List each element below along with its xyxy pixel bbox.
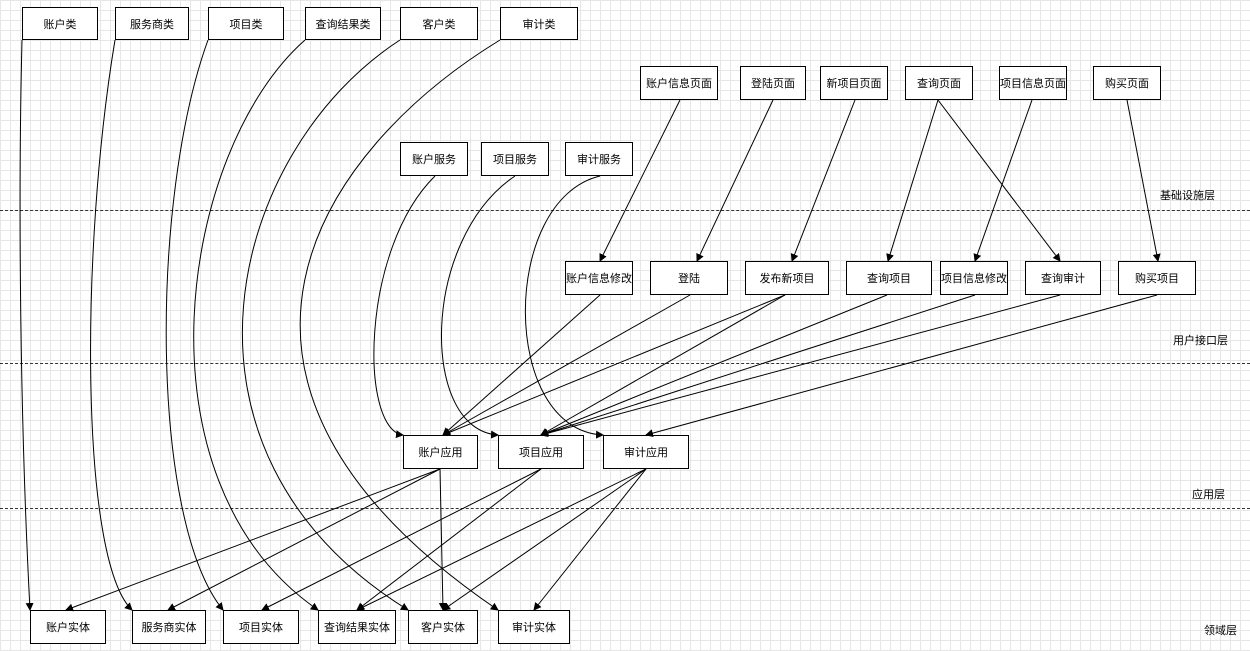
node-purchase-project[interactable]: 购买项目 — [1118, 261, 1196, 295]
layer-label-infrastructure: 基础设施层 — [1160, 189, 1215, 202]
edge-query-audit-to-audit-app — [540, 294, 1061, 438]
node-audit-service[interactable]: 审计服务 — [565, 142, 633, 176]
edge-project-class-to-project-entity — [165, 39, 224, 611]
node-purchase-page[interactable]: 购买页面 — [1093, 66, 1161, 100]
node-publish-project[interactable]: 发布新项目 — [745, 261, 829, 295]
node-audit-app[interactable]: 审计应用 — [603, 435, 689, 469]
edge-account-class-to-account-entity — [19, 39, 34, 611]
edge-audit-service-to-audit-app — [524, 175, 604, 439]
node-account-app[interactable]: 账户应用 — [403, 435, 478, 469]
node-account-class[interactable]: 账户类 — [22, 7, 98, 40]
node-query-page[interactable]: 查询页面 — [905, 66, 973, 100]
node-project-app[interactable]: 项目应用 — [498, 435, 584, 469]
node-project-info-edit[interactable]: 项目信息修改 — [940, 261, 1008, 295]
node-query-result-entity[interactable]: 查询结果实体 — [318, 610, 396, 644]
edge-account-info-edit-to-account-app — [442, 294, 601, 436]
edge-audit-class-to-audit-entity — [299, 39, 501, 611]
edge-project-info-page-to-edit — [973, 99, 1033, 262]
edge-account-service-to-account-app — [373, 175, 436, 439]
infrastructure-separator — [0, 210, 1250, 211]
edge-query-project-to-project-app — [540, 294, 888, 437]
edge-account-app-to-provider-entity — [167, 468, 441, 611]
node-customer-entity[interactable]: 客户实体 — [408, 610, 478, 644]
node-project-entity[interactable]: 项目实体 — [223, 610, 299, 644]
edge-query-page-to-query-project — [886, 99, 939, 262]
edge-audit-app-to-customer-entity — [442, 468, 647, 611]
layer-label-application: 应用层 — [1192, 488, 1225, 501]
node-login[interactable]: 登陆 — [650, 261, 728, 295]
layer-label-domain: 领域层 — [1204, 624, 1237, 637]
node-query-result-class[interactable]: 查询结果类 — [305, 7, 381, 40]
node-audit-entity[interactable]: 审计实体 — [498, 610, 570, 644]
edge-account-info-page-to-edit — [599, 99, 681, 262]
node-project-info-page[interactable]: 项目信息页面 — [999, 66, 1067, 100]
node-project-service[interactable]: 项目服务 — [481, 142, 549, 176]
node-query-audit[interactable]: 查询审计 — [1025, 261, 1101, 295]
node-account-entity[interactable]: 账户实体 — [30, 610, 106, 644]
node-new-project-page[interactable]: 新项目页面 — [820, 66, 888, 100]
node-account-info-page[interactable]: 账户信息页面 — [640, 66, 718, 100]
edge-new-project-page-to-publish — [790, 99, 856, 262]
edge-account-app-to-customer-entity — [438, 468, 447, 611]
node-provider-entity[interactable]: 服务商实体 — [132, 610, 206, 644]
node-account-service[interactable]: 账户服务 — [400, 142, 468, 176]
edge-publish-to-account-app — [442, 294, 786, 437]
edge-query-result-class-to-query-result-entity — [193, 39, 319, 611]
edge-project-service-to-project-app — [441, 175, 516, 439]
edge-purchase-to-audit-app — [645, 294, 1158, 438]
node-project-class[interactable]: 项目类 — [208, 7, 284, 40]
edge-project-app-to-query-result-entity — [356, 468, 542, 611]
node-provider-class[interactable]: 服务商类 — [115, 7, 189, 40]
edge-login-page-to-login — [696, 99, 774, 262]
edge-audit-app-to-audit-entity — [533, 468, 647, 611]
edge-customer-class-to-customer-entity — [241, 39, 409, 611]
layer-label-user-interface: 用户接口层 — [1173, 334, 1228, 347]
edge-provider-class-to-provider-entity — [90, 39, 133, 611]
node-query-project[interactable]: 查询项目 — [846, 261, 932, 295]
edge-account-app-to-account-entity — [65, 468, 441, 612]
node-customer-class[interactable]: 客户类 — [400, 7, 478, 40]
edge-login-to-account-app — [442, 294, 691, 436]
edge-query-page-to-query-audit — [937, 99, 1061, 262]
edge-audit-app-to-query-result-entity — [356, 468, 647, 611]
user-interface-separator — [0, 363, 1250, 364]
edge-project-app-to-project-entity — [261, 468, 542, 611]
application-separator — [0, 508, 1250, 509]
node-audit-class[interactable]: 审计类 — [500, 7, 578, 40]
node-account-info-edit[interactable]: 账户信息修改 — [565, 261, 633, 295]
edge-purchase-page-to-purchase — [1126, 99, 1161, 262]
edge-publish-to-project-app — [540, 294, 786, 436]
edge-project-info-edit-to-project-app — [540, 294, 976, 437]
node-login-page[interactable]: 登陆页面 — [740, 66, 806, 100]
